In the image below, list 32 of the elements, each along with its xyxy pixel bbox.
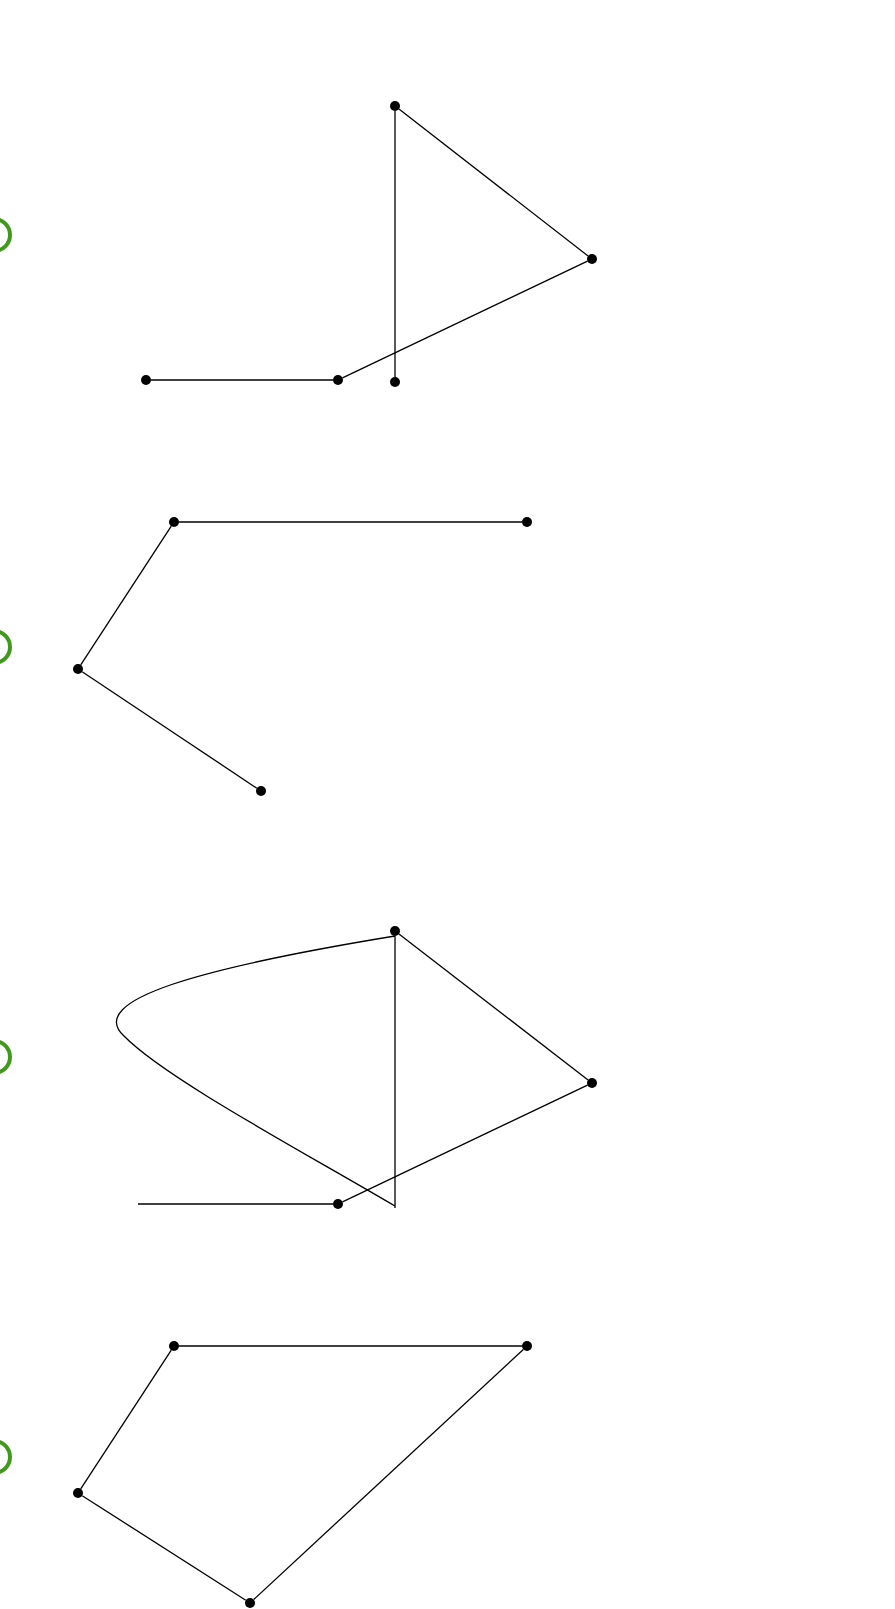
- point-dot: [73, 664, 83, 674]
- line-segment: [394, 110, 396, 378]
- line-segment: [137, 1203, 334, 1205]
- point-dot: [169, 1341, 179, 1351]
- line-segment: [81, 1495, 247, 1601]
- point-dot: [390, 926, 400, 936]
- line-segment: [80, 1349, 172, 1490]
- line-segment: [398, 108, 589, 257]
- point-dot: [390, 101, 400, 111]
- line-segment: [81, 671, 258, 789]
- point-dot: [245, 1598, 255, 1608]
- point-dot: [522, 1341, 532, 1351]
- point-dot: [587, 254, 597, 264]
- curve: [116, 935, 396, 1207]
- line-segment: [253, 1348, 524, 1601]
- line-segment: [80, 525, 172, 666]
- line-segment: [178, 521, 523, 523]
- point-dot: [522, 517, 532, 527]
- line-segment: [394, 935, 396, 1209]
- line-segment: [150, 379, 334, 381]
- line-segment: [178, 1345, 523, 1347]
- point-dot: [333, 1199, 343, 1209]
- line-segment: [341, 260, 589, 379]
- point-dot: [333, 375, 343, 385]
- point-dot: [141, 375, 151, 385]
- line-segment: [341, 1084, 589, 1203]
- point-dot: [73, 1488, 83, 1498]
- line-segment: [398, 933, 589, 1081]
- point-dot: [390, 377, 400, 387]
- point-dot: [169, 517, 179, 527]
- point-dot: [256, 786, 266, 796]
- point-dot: [587, 1078, 597, 1088]
